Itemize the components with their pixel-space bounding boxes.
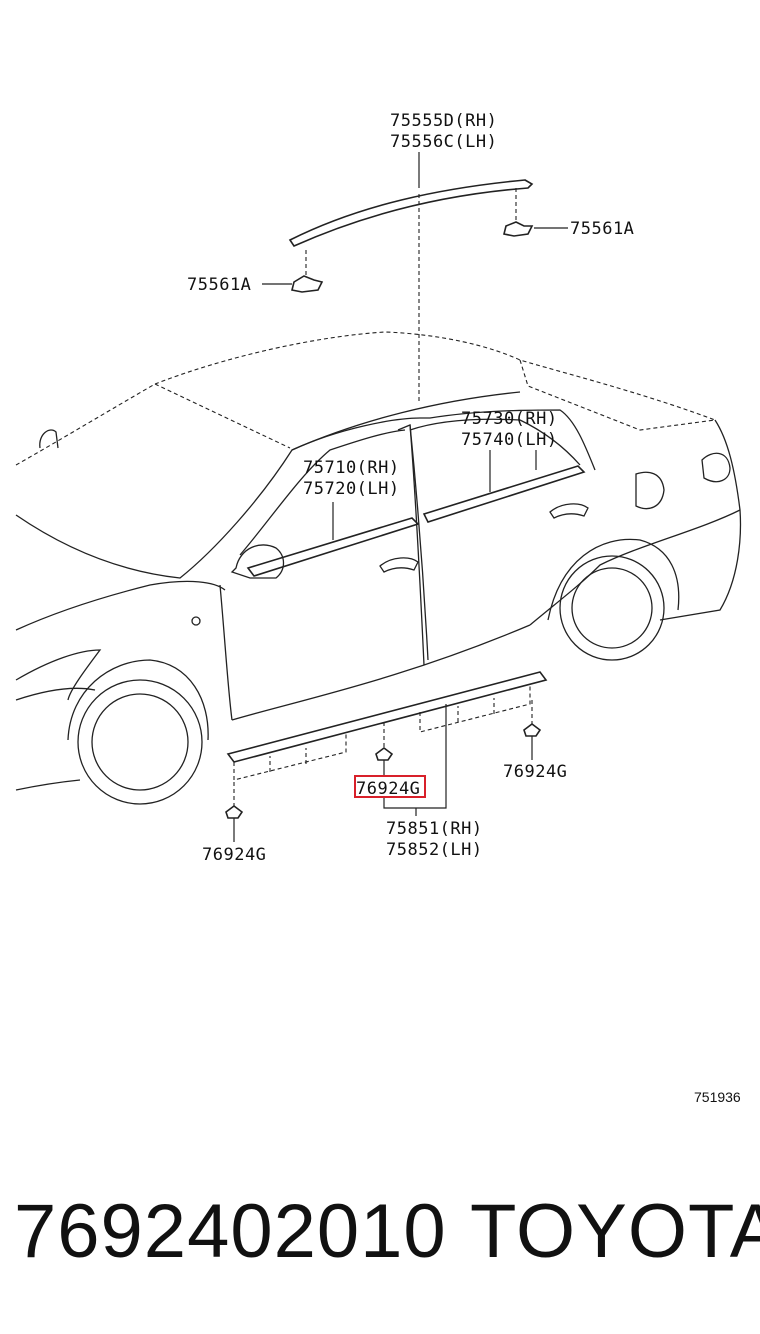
parts-diagram: 75555D(RH) 75556C(LH) 75561A 75561A 7573… — [15, 111, 742, 1105]
label-rear-door-lh: 75740(LH) — [461, 430, 558, 450]
rear-door-belt-molding[interactable] — [422, 465, 586, 523]
label-top-molding-rh: 75555D(RH) — [390, 111, 497, 131]
label-rocker-molding-rh: 75851(RH) — [386, 819, 483, 839]
label-rocker-clip-right: 76924G — [503, 762, 567, 782]
label-rocker-clip-left: 76924G — [202, 845, 266, 865]
label-front-door-lh: 75720(LH) — [303, 479, 400, 499]
footer: 7692402010 TOYOTA — [0, 1188, 760, 1278]
rocker-clip-right[interactable] — [523, 723, 542, 737]
roof-clip-right[interactable] — [503, 221, 534, 237]
car-body — [15, 331, 742, 805]
part-number: 7692402010 — [14, 1189, 447, 1274]
roof-clip-left[interactable] — [291, 275, 324, 293]
label-top-molding-lh: 75556C(LH) — [390, 132, 497, 152]
rocker-molding[interactable] — [226, 671, 548, 781]
label-rocker-molding-lh: 75852(LH) — [386, 840, 483, 860]
label-rear-door-rh: 75730(RH) — [461, 409, 558, 429]
diagram-reference-number: 751936 — [694, 1089, 741, 1105]
label-roof-clip-left: 75561A — [187, 275, 251, 295]
rocker-clip-left[interactable] — [225, 805, 244, 819]
brand-name: TOYOTA — [470, 1189, 760, 1274]
label-roof-clip-right: 75561A — [570, 219, 634, 239]
label-front-door-rh: 75710(RH) — [303, 458, 400, 478]
roof-molding[interactable] — [288, 179, 534, 248]
label-rocker-clip-center[interactable]: 76924G — [356, 779, 420, 799]
front-door-belt-molding[interactable] — [246, 517, 420, 577]
highlight-box — [354, 775, 426, 798]
rocker-clip-center[interactable] — [375, 747, 394, 761]
